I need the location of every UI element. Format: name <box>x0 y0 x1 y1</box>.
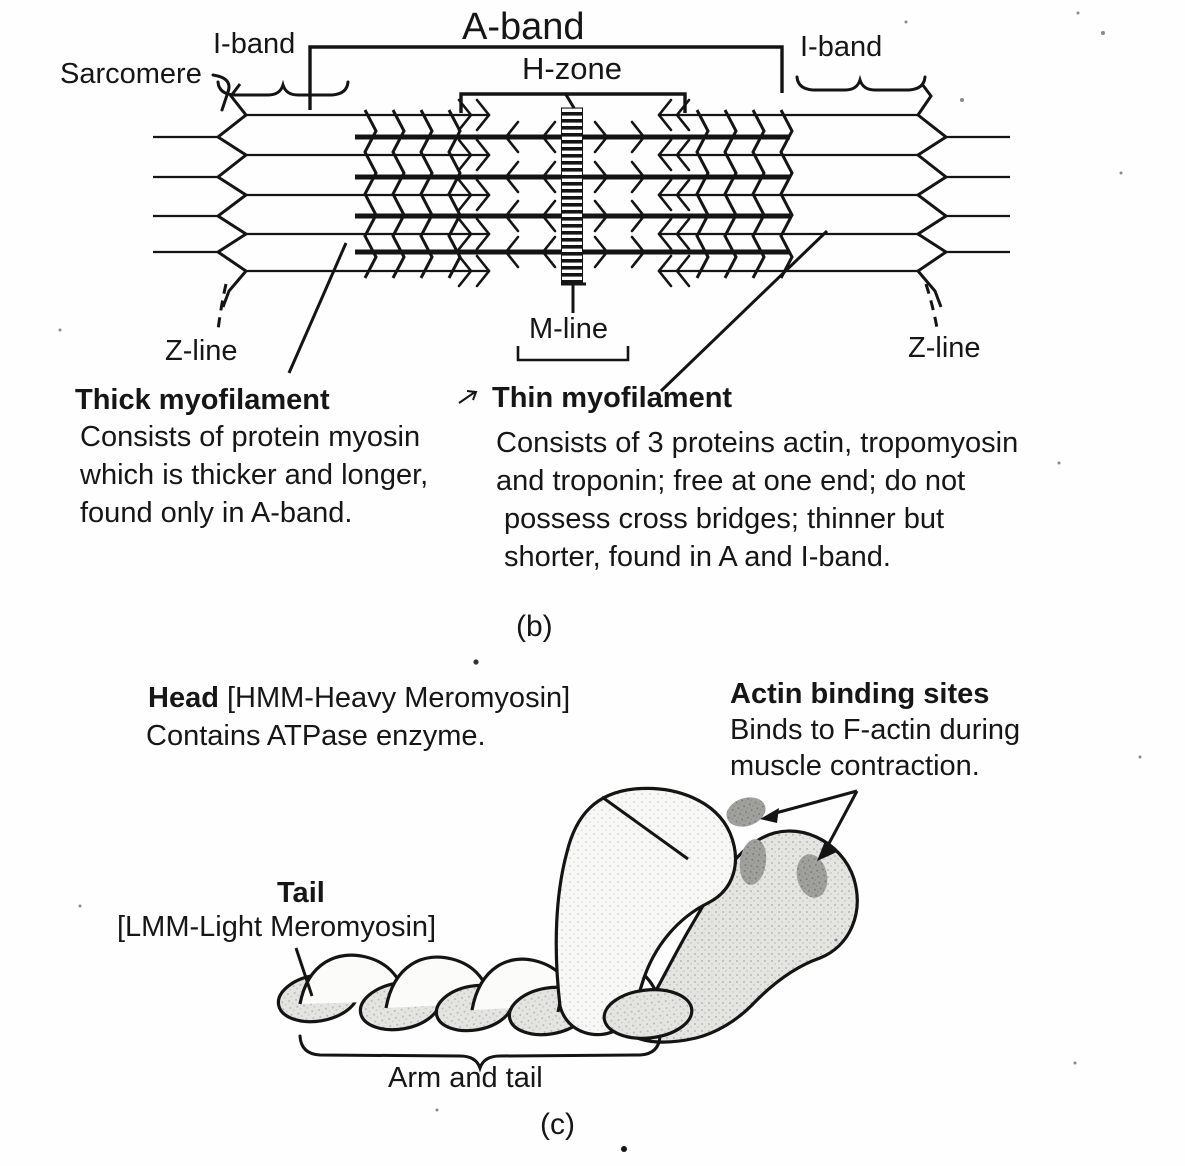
head-leader <box>601 795 689 861</box>
a-band-label: A-band <box>462 6 585 48</box>
m-line-under-bracket <box>516 346 630 362</box>
thin-myofilament-title: Thin myofilament <box>492 382 733 414</box>
actin-binding-spots <box>726 797 828 898</box>
part-b-label: (b) <box>516 610 553 643</box>
thin-line-1: Consists of 3 proteins actin, tropomyosi… <box>496 427 1019 459</box>
sarcomere-label: Sarcomere <box>60 58 202 90</box>
actin-binding-line1: Binds to F-actin during <box>730 714 1021 746</box>
z-line-left-leader <box>216 283 228 331</box>
actin-binding-line2: muscle contraction. <box>730 750 980 782</box>
z-line-left-label: Z-line <box>165 335 238 367</box>
head-label-line1: Head [HMM-Heavy Meromyosin] <box>148 684 570 713</box>
actin-leader-1 <box>771 789 858 816</box>
tail-leader <box>294 947 314 997</box>
actin-leader-2-arrowhead <box>817 841 837 861</box>
binding-spot <box>726 797 766 827</box>
myosin-molecule-art <box>276 786 859 1073</box>
thick-line-1: Consists of protein myosin <box>80 421 421 453</box>
binding-spot <box>739 839 767 885</box>
thick-line-2: which is thicker and longer, <box>80 459 429 491</box>
m-line-label: M-line <box>529 313 608 345</box>
head-label-line2: Contains ATPase enzyme. <box>146 720 486 752</box>
z-line-zigzag-left <box>215 83 249 308</box>
scan-speckles <box>58 11 1142 1152</box>
arm-and-tail-brace <box>298 1034 662 1073</box>
head-label-bold: Head <box>148 682 219 714</box>
sarcomere-leader <box>211 73 231 112</box>
thin-line-2: and troponin; free at one end; do not <box>496 465 966 497</box>
thin-myofilament-leader <box>659 229 829 393</box>
z-line-right-leader <box>924 283 939 329</box>
thin-line-4: shorter, found in A and I-band. <box>504 541 891 573</box>
z-line-right-label: Z-line <box>908 332 981 364</box>
actin-binding-title: Actin binding sites <box>730 678 990 710</box>
sarcomere-diagram-art <box>153 45 1010 404</box>
binding-spot <box>796 854 828 898</box>
tail-coil-loop-front <box>602 988 694 1040</box>
actin-leader-1-arrowhead <box>760 808 779 823</box>
thick-myofilament-description: Consists of protein myosin which is thic… <box>80 418 428 532</box>
tail-label-line2: [LMM-Light Meromyosin] <box>117 911 437 943</box>
a-band-bracket <box>308 45 784 110</box>
m-line-top-tick <box>563 92 576 109</box>
i-band-right-label: I-band <box>800 31 883 63</box>
thick-myofilament-leader <box>287 242 348 374</box>
i-band-left-label: I-band <box>213 28 296 60</box>
i-band-right-brace <box>795 74 927 92</box>
thin-myofilament-description: Consists of 3 proteins actin, tropomyosi… <box>496 424 1018 576</box>
arm-and-tail-label: Arm and tail <box>388 1062 543 1094</box>
thin-line-3: possess cross bridges; thinner but <box>504 503 945 535</box>
h-zone-label: H-zone <box>522 51 622 86</box>
z-line-zigzag-right <box>915 83 949 308</box>
part-c-label: (c) <box>540 1108 575 1141</box>
thin-myofilament-arrow-mark <box>458 390 478 404</box>
m-line-band <box>561 107 583 285</box>
thick-line-3: found only in A-band. <box>80 497 353 529</box>
thick-myofilament-title: Thick myofilament <box>75 384 330 416</box>
tail-label-bold: Tail <box>277 877 325 909</box>
head-label-rest: [HMM-Heavy Meromyosin] <box>218 682 571 714</box>
m-line-pointer <box>561 282 586 313</box>
actin-leader-2 <box>824 790 859 850</box>
outer-stub-filaments <box>153 135 1010 254</box>
